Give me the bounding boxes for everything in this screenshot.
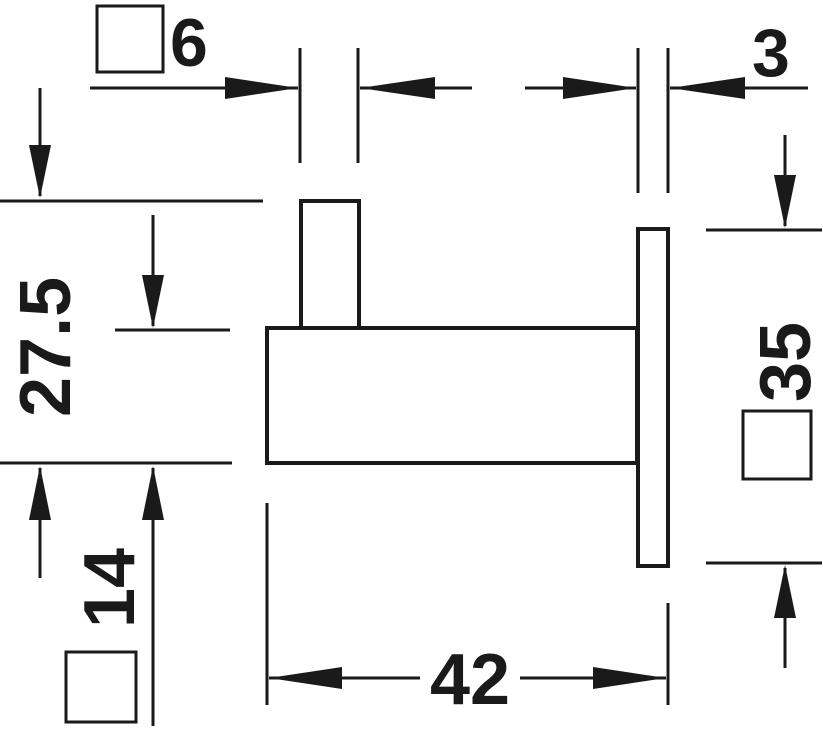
square-symbol-icon xyxy=(741,409,813,481)
dim-plate-size: 35 xyxy=(746,322,823,402)
dim-total-height: 27.5 xyxy=(6,277,86,417)
square-symbol-icon xyxy=(64,650,138,724)
wall-plate xyxy=(636,227,670,568)
dim-bar-size: 14 xyxy=(70,548,150,628)
square-symbol-icon xyxy=(95,4,165,74)
dim-post-width: 6 xyxy=(170,5,208,81)
hook-bar xyxy=(265,326,639,465)
dim-projection: 42 xyxy=(430,640,510,720)
hook-post xyxy=(299,199,361,330)
dim-plate-thickness: 3 xyxy=(752,15,790,91)
